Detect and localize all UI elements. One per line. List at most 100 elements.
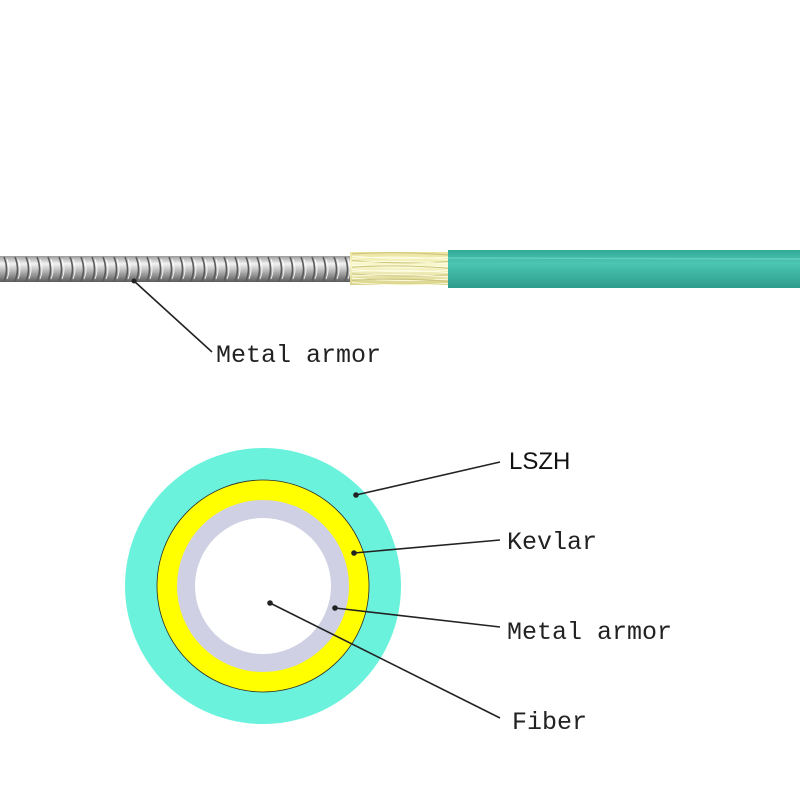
armor-rib-highlight [116,258,120,280]
armor-rib-highlight [226,258,230,280]
armor-rib-highlight [281,258,285,280]
metal-armor-leader-dot [332,605,338,611]
cable-side-view: Metal armor [0,250,800,370]
armor-rib [102,256,107,282]
kevlar-leader-dot [351,550,357,556]
armor-label: Metal armor [216,341,381,370]
armor-rib [201,256,206,282]
armor-rib [91,256,96,282]
kevlar-strand [351,264,449,268]
armor-rib [256,256,261,282]
armor-rib-highlight [72,258,76,280]
armor-rib-highlight [50,258,54,280]
kevlar-strand [351,268,449,273]
jacket-highlight [447,257,800,260]
kevlar-strand [351,261,449,265]
armor-rib [69,256,74,282]
kevlar-label: Kevlar [507,528,597,557]
armor-rib-highlight [204,258,208,280]
armor-rib [311,256,316,282]
armor-rib [47,256,52,282]
armor-rib [278,256,283,282]
metal-armor-label: Metal armor [507,618,672,647]
armor-rib [344,256,349,282]
lszh-label: LSZH [509,448,570,475]
lszh-jacket-section [448,250,800,288]
armor-rib-highlight [270,258,274,280]
armor-rib [3,256,8,282]
armor-rib-highlight [17,258,21,280]
armor-rib-highlight [292,258,296,280]
armor-rib-highlight [171,258,175,280]
fiber-leader-line [269,602,501,719]
metal-armor-ribs [3,256,351,282]
metal-armor-section [0,256,352,282]
cross-section: LSZH Kevlar Metal armor Fiber [125,448,672,737]
armor-rib [157,256,162,282]
armor-rib [267,256,272,282]
armor-rib [146,256,151,282]
kevlar-strand [351,274,449,278]
armor-rib [25,256,30,282]
armor-rib-highlight [182,258,186,280]
armor-rib [113,256,118,282]
armor-rib-highlight [237,258,241,280]
armor-rib-highlight [215,258,219,280]
armor-rib [212,256,217,282]
armor-rib [168,256,173,282]
fiber-core [195,518,331,654]
armor-rib-highlight [105,258,109,280]
armor-rib [289,256,294,282]
armor-leader-line [133,280,213,353]
armor-rib-highlight [39,258,43,280]
armor-rib-highlight [303,258,307,280]
armor-rib-highlight [149,258,153,280]
armor-rib-highlight [138,258,142,280]
lszh-leader-line [355,461,501,496]
armor-rib [322,256,327,282]
lszh-leader-dot [353,492,359,498]
armor-rib [234,256,239,282]
metal-armor-leader-line [334,607,501,628]
armor-rib [80,256,85,282]
kevlar-section [350,252,450,286]
armor-rib-highlight [325,258,329,280]
armor-rib [333,256,338,282]
kevlar-strand [351,260,449,264]
armor-rib-highlight [314,258,318,280]
armor-rib-highlight [193,258,197,280]
armor-rib-highlight [6,258,10,280]
armor-rib-highlight [127,258,131,280]
kevlar-strand [351,256,449,260]
armor-rib [190,256,195,282]
armor-rib-highlight [28,258,32,280]
armor-rib-highlight [248,258,252,280]
kevlar-leader-line [353,539,501,554]
fiber-leader-dot [267,600,273,606]
kevlar-strand [351,273,449,277]
armor-rib [179,256,184,282]
armor-rib [36,256,41,282]
armor-rib-highlight [160,258,164,280]
armor-rib [245,256,250,282]
armor-rib-highlight [336,258,340,280]
armor-rib [124,256,129,282]
kevlar-strand [351,255,449,259]
armor-rib-highlight [94,258,98,280]
armor-rib-highlight [83,258,87,280]
armor-rib-highlight [61,258,65,280]
kevlar-strand [351,252,449,256]
kevlar-strand [351,269,449,274]
armor-leader-dot [131,278,137,284]
armor-rib [58,256,63,282]
armor-rib [135,256,140,282]
kevlar-yarn-strands [351,252,449,286]
armor-rib-highlight [259,258,263,280]
kevlar-strand [351,277,449,281]
armor-rib [14,256,19,282]
armor-rib [223,256,228,282]
kevlar-strand [351,265,449,269]
kevlar-strand [351,278,449,282]
